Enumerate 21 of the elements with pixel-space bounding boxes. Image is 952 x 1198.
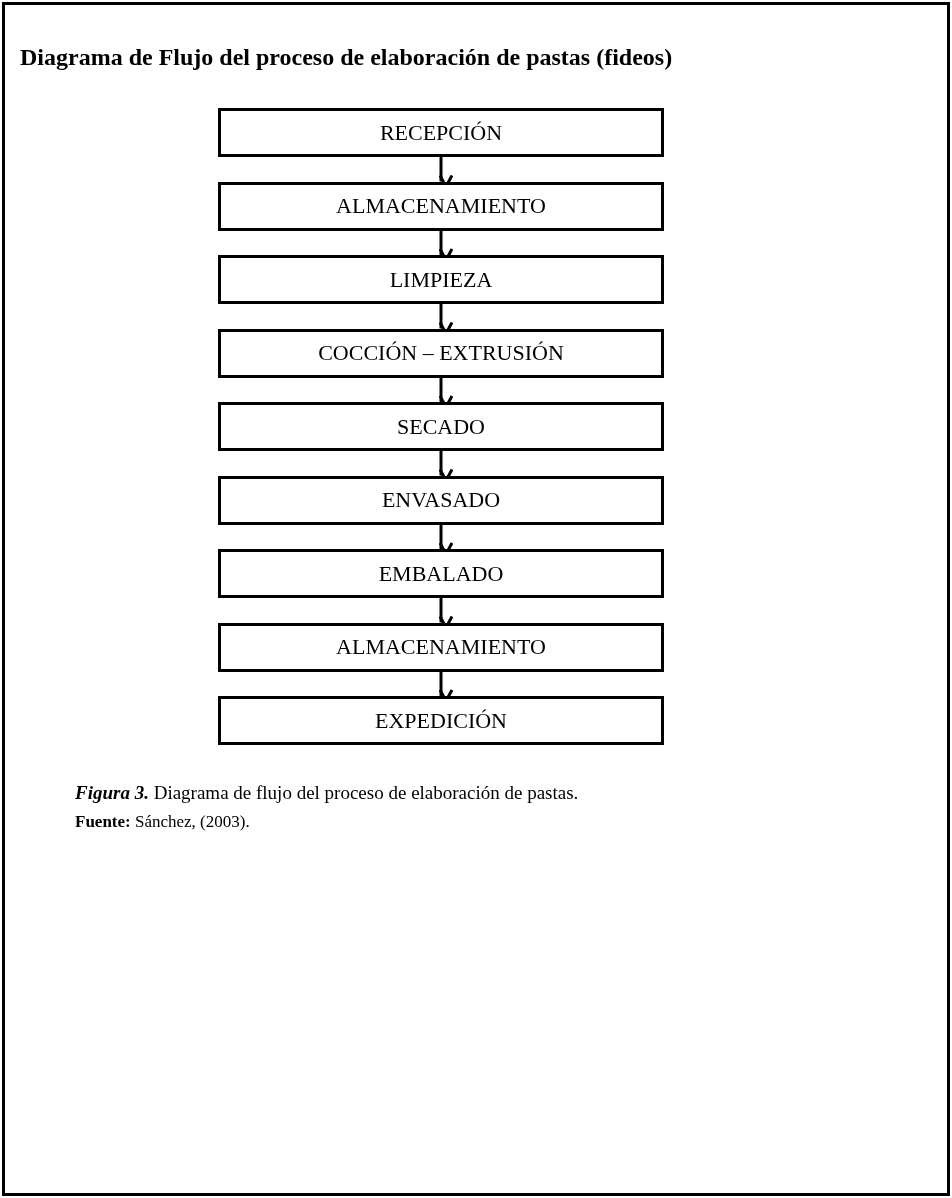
step-label: ENVASADO — [381, 487, 501, 513]
process-box — [218, 328, 664, 378]
step-label: COCCIÓN – EXTRUSIÓN — [318, 340, 564, 366]
process-box — [218, 255, 664, 304]
process-box — [218, 181, 664, 231]
figure-caption: Figura 3. Diagrama de flujo del proceso de elaboración de pastas. — [75, 782, 579, 804]
step-label: SECADO — [397, 413, 485, 440]
step-label: LIMPIEZA — [389, 266, 493, 293]
step-label: RECEPCIÓN — [379, 119, 503, 146]
process-box — [218, 402, 664, 451]
source-note: Fuente: Sánchez, (2003). — [75, 812, 250, 832]
process-box — [218, 475, 664, 525]
process-box — [218, 622, 664, 672]
diagram-title: Diagrama de Flujo del proceso de elaboración de pastas (fideos) — [20, 44, 673, 71]
step-label: ALMACENAMIENTO — [336, 634, 546, 660]
process-box — [218, 108, 664, 157]
process-box — [218, 549, 664, 598]
step-label: EMBALADO — [378, 560, 504, 587]
process-box — [218, 696, 664, 745]
step-label: EXPEDICIÓN — [375, 707, 507, 734]
step-label: ALMACENAMIENTO — [336, 193, 546, 219]
